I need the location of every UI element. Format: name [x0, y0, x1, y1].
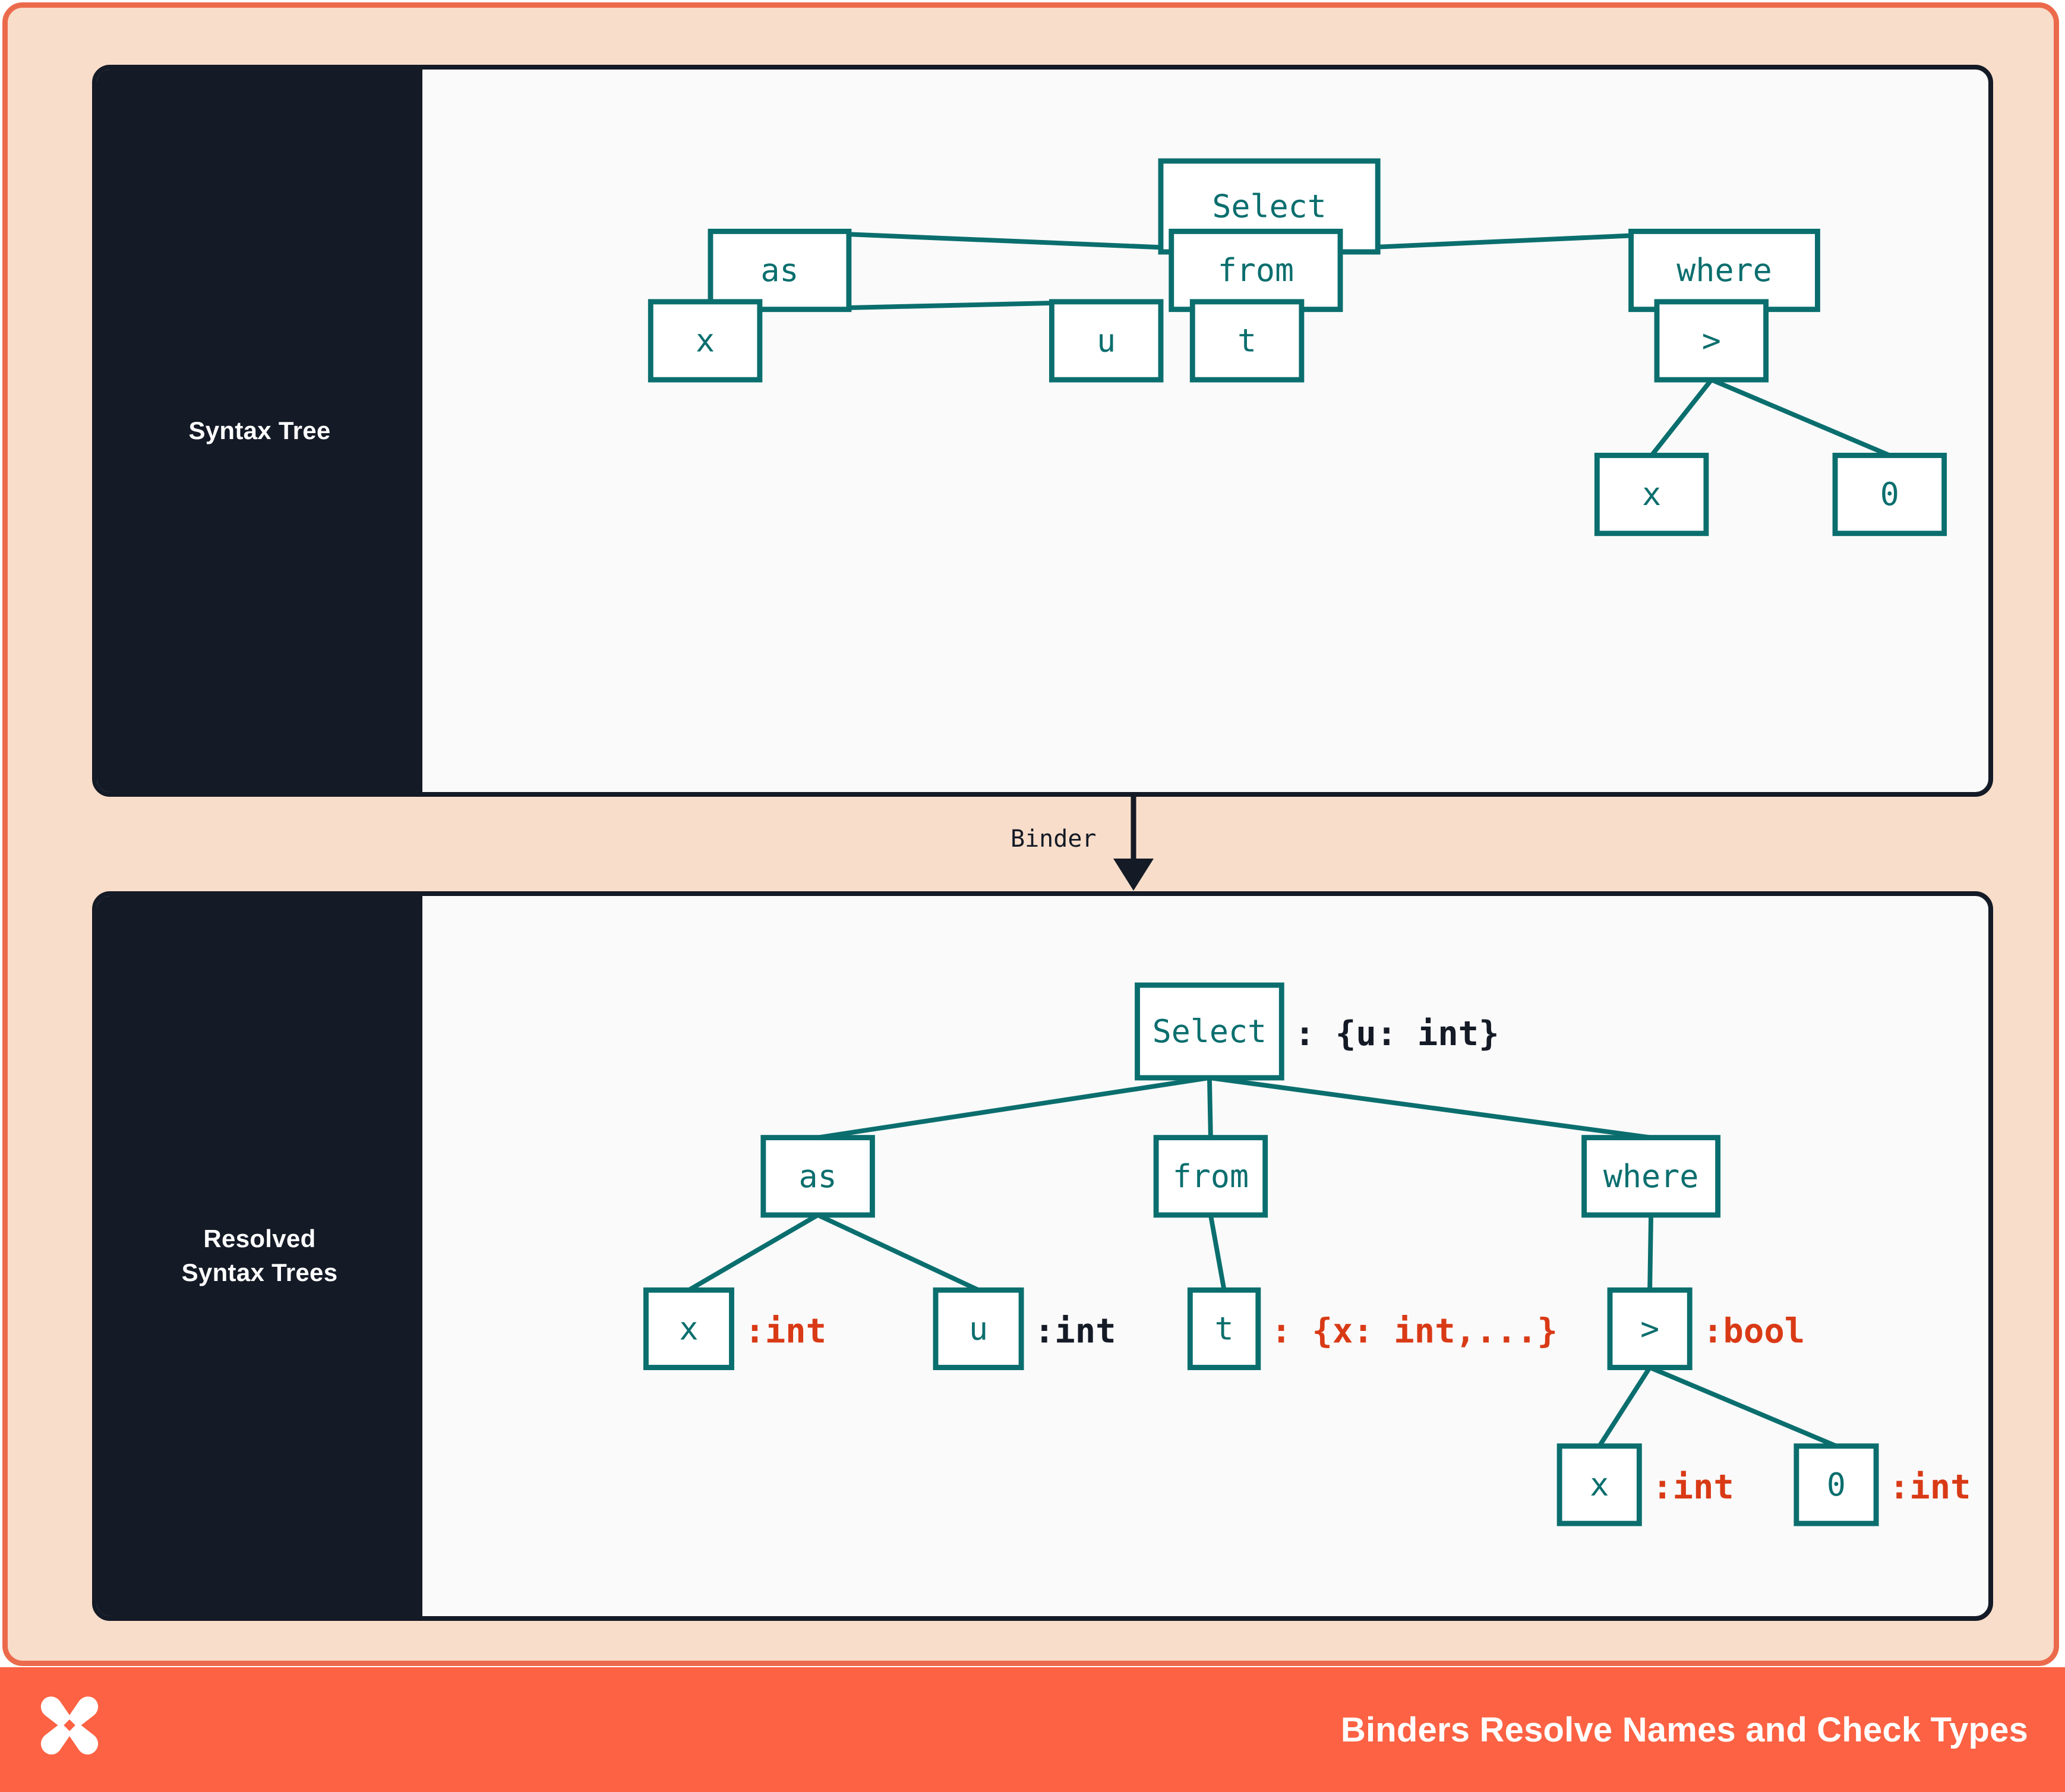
tree-node-from-t[interactable]: t : {x: int,...} — [1187, 1287, 1558, 1370]
tree-node-label: as — [799, 1158, 837, 1195]
tree-node-as-x[interactable]: x — [648, 299, 763, 383]
tree-node-type-annotation: :int — [1652, 1468, 1734, 1507]
tree-edge — [1647, 1214, 1654, 1291]
binder-connector: Binder — [839, 797, 1315, 892]
tree-node-label: x — [1642, 476, 1661, 513]
tree-node-label: x — [696, 322, 715, 359]
tree-edge — [1209, 1075, 1652, 1140]
tree-node-type-annotation: : {x: int,...} — [1271, 1311, 1558, 1351]
tree-edge — [1207, 1077, 1213, 1138]
panel-resolved-syntax-trees-sidebar: Resolved Syntax Trees — [97, 896, 422, 1616]
panel-syntax-tree-label: Syntax Tree — [188, 416, 331, 444]
tree-node-as[interactable]: as — [760, 1135, 875, 1218]
tree-node-gt[interactable]: > — [1654, 299, 1769, 383]
tree-edge — [1649, 1365, 1837, 1449]
tree-node-from[interactable]: from — [1153, 1135, 1268, 1218]
tree-edge — [1710, 377, 1891, 458]
tree-node-box — [1594, 453, 1709, 537]
x-star-logo-icon — [40, 1696, 99, 1755]
tree-node-label: from — [1173, 1158, 1249, 1195]
tree-edge — [1208, 1214, 1227, 1291]
tree-node-box — [1187, 1287, 1261, 1370]
footer-bar: Binders Resolve Names and Check Types — [0, 1667, 2065, 1792]
tree-node-type-annotation: :int — [1034, 1311, 1116, 1351]
tree-edge — [1597, 1366, 1652, 1447]
tree-node-type-annotation: :int — [1889, 1468, 1971, 1507]
panel-syntax-tree-body: Select as from where x u t > x 0 — [422, 70, 1988, 792]
tree-node-as-u[interactable]: u :int — [933, 1287, 1116, 1370]
tree-node-box — [1049, 299, 1164, 383]
tree-node-gt-x[interactable]: x — [1594, 453, 1709, 537]
tree-node-from-t[interactable]: t — [1189, 299, 1305, 383]
tree-node-box — [1135, 982, 1284, 1081]
tree-node-label: from — [1218, 252, 1294, 289]
tree-node-label: > — [1640, 1310, 1659, 1347]
tree-node-label: x — [1590, 1466, 1609, 1503]
tree-node-label: t — [1215, 1310, 1234, 1347]
tree-edge — [816, 1213, 980, 1292]
tree-node-label: 0 — [1880, 476, 1899, 513]
panel-resolved-syntax-trees-label: Resolved Syntax Trees — [181, 1225, 338, 1286]
tree-node-box — [648, 299, 763, 383]
tree-node-label: > — [1702, 322, 1721, 359]
tree-node-label: Select — [1212, 188, 1326, 225]
tree-node-box — [1189, 299, 1305, 383]
tree-node-where[interactable]: where — [1628, 228, 1820, 313]
tree-node-as[interactable]: as — [708, 228, 852, 313]
tree-node-box — [1628, 228, 1820, 313]
tree-node-from[interactable]: from — [1169, 228, 1343, 313]
tree-node-box — [1654, 299, 1769, 383]
tree-node-box — [1153, 1135, 1268, 1218]
footer-title: Binders Resolve Names and Check Types — [1340, 1710, 2028, 1749]
tree-node-box — [643, 1287, 734, 1370]
tree-node-label: u — [1097, 322, 1116, 359]
tree-node-box — [1794, 1443, 1879, 1526]
panel-resolved-syntax-trees: Resolved Syntax Trees Select : {u: int} as… — [92, 891, 1993, 1621]
tree-node-label: as — [760, 252, 798, 289]
panel-syntax-tree-sidebar: Syntax Tree — [97, 70, 422, 792]
tree-node-as-u[interactable]: u — [1049, 299, 1164, 383]
syntax-tree-graph: Select as from where x u t > x 0 — [648, 158, 1947, 537]
tree-node-box — [1832, 453, 1947, 537]
tree-node-as-x[interactable]: x :int — [643, 1287, 826, 1370]
resolved-syntax-tree-graph: Select : {u: int} as from where x :int u :int t : … — [643, 982, 1971, 1526]
tree-node-gt-0[interactable]: 0 :int — [1794, 1443, 1971, 1526]
tree-node-label: Select — [1153, 1013, 1267, 1050]
tree-node-label: where — [1676, 252, 1772, 289]
tree-node-label: x — [679, 1310, 698, 1347]
panel-syntax-tree: Syntax Tree Select as from where x u t > x 0 — [92, 65, 1993, 797]
tree-node-label: 0 — [1827, 1466, 1846, 1503]
tree-node-label: t — [1237, 322, 1256, 359]
diagram-card: Syntax Tree Select as from where x u t > x 0 Bind… — [2, 2, 2059, 1666]
tree-node-gt[interactable]: > :bool — [1607, 1287, 1805, 1370]
binder-label: Binder — [1011, 825, 1097, 853]
tree-edge — [687, 1213, 819, 1292]
tree-node-select[interactable]: Select : {u: int} — [1135, 982, 1499, 1081]
tree-node-box — [760, 1135, 875, 1218]
tree-node-type-annotation: :bool — [1703, 1311, 1805, 1351]
tree-node-box — [1581, 1135, 1721, 1218]
tree-node-box — [708, 228, 852, 313]
tree-node-label: u — [969, 1310, 988, 1347]
tree-node-where[interactable]: where — [1581, 1135, 1721, 1218]
tree-node-box — [1556, 1443, 1642, 1526]
tree-node-type-annotation: :int — [744, 1311, 826, 1351]
tree-node-gt-x[interactable]: x :int — [1556, 1443, 1734, 1526]
tree-node-box — [933, 1287, 1024, 1370]
binder-arrow-icon — [1113, 797, 1154, 891]
tree-edge — [1650, 378, 1713, 457]
tree-edge — [817, 1075, 1210, 1140]
panel-resolved-syntax-trees-body: Select : {u: int} as from where x :int u :int t : … — [422, 896, 1988, 1616]
tree-node-gt-0[interactable]: 0 — [1832, 453, 1947, 537]
tree-node-type-annotation: : {u: int} — [1294, 1014, 1499, 1053]
tree-node-label: where — [1603, 1158, 1698, 1195]
tree-node-box — [1607, 1287, 1693, 1370]
